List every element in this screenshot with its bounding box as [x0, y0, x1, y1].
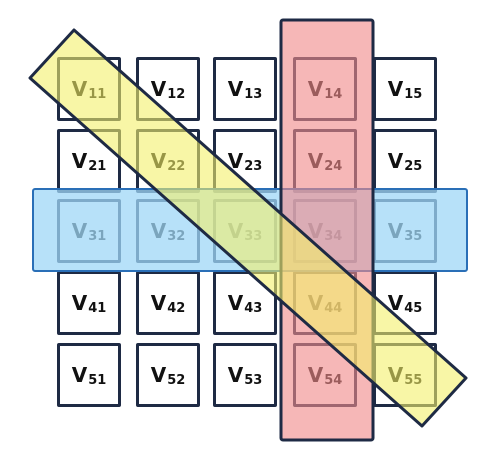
- cell-letter: V: [307, 363, 324, 387]
- cell-letter: V: [307, 149, 324, 173]
- cell-subscript: 21: [88, 158, 107, 174]
- cell-subscript: 34: [324, 228, 343, 244]
- cell-subscript: 45: [404, 300, 423, 316]
- cell-subscript: 32: [167, 228, 186, 244]
- cell-letter: V: [71, 363, 88, 387]
- cell-letter: V: [227, 219, 244, 243]
- cell-subscript: 31: [88, 228, 107, 244]
- cell-letter: V: [307, 291, 324, 315]
- cell-subscript: 12: [167, 86, 186, 102]
- cell-letter: V: [71, 149, 88, 173]
- cell-subscript: 42: [167, 300, 186, 316]
- cell-subscript: 54: [324, 372, 343, 388]
- cell-subscript: 53: [244, 372, 263, 388]
- cell-subscript: 23: [244, 158, 263, 174]
- cell-letter: V: [307, 219, 324, 243]
- cell-letter: V: [227, 363, 244, 387]
- cell-letter: V: [227, 149, 244, 173]
- cell-letter: V: [387, 149, 404, 173]
- cell-subscript: 44: [324, 300, 343, 316]
- cell-letter: V: [307, 77, 324, 101]
- cell-subscript: 25: [404, 158, 423, 174]
- cell-subscript: 24: [324, 158, 343, 174]
- cell-letter: V: [227, 77, 244, 101]
- cell-subscript: 33: [244, 228, 263, 244]
- cell-subscript: 22: [167, 158, 186, 174]
- cell-subscript: 14: [324, 86, 343, 102]
- cell-subscript: 11: [88, 86, 107, 102]
- cell-subscript: 41: [88, 300, 107, 316]
- cell-subscript: 51: [88, 372, 107, 388]
- cell-letter: V: [71, 77, 88, 101]
- cell-letter: V: [387, 363, 404, 387]
- cell-subscript: 35: [404, 228, 423, 244]
- cell-letter: V: [150, 149, 167, 173]
- cell-letter: V: [387, 77, 404, 101]
- cell-letter: V: [150, 219, 167, 243]
- cell-subscript: 13: [244, 86, 263, 102]
- cell-letter: V: [71, 291, 88, 315]
- cell-letter: V: [387, 291, 404, 315]
- cell-subscript: 55: [404, 372, 423, 388]
- cell-letter: V: [150, 77, 167, 101]
- cell-subscript: 43: [244, 300, 263, 316]
- cell-subscript: 15: [404, 86, 423, 102]
- cell-letter: V: [150, 363, 167, 387]
- cell-letter: V: [387, 219, 404, 243]
- cell-letter: V: [150, 291, 167, 315]
- cell-letter: V: [71, 219, 88, 243]
- cell-subscript: 52: [167, 372, 186, 388]
- cell-letter: V: [227, 291, 244, 315]
